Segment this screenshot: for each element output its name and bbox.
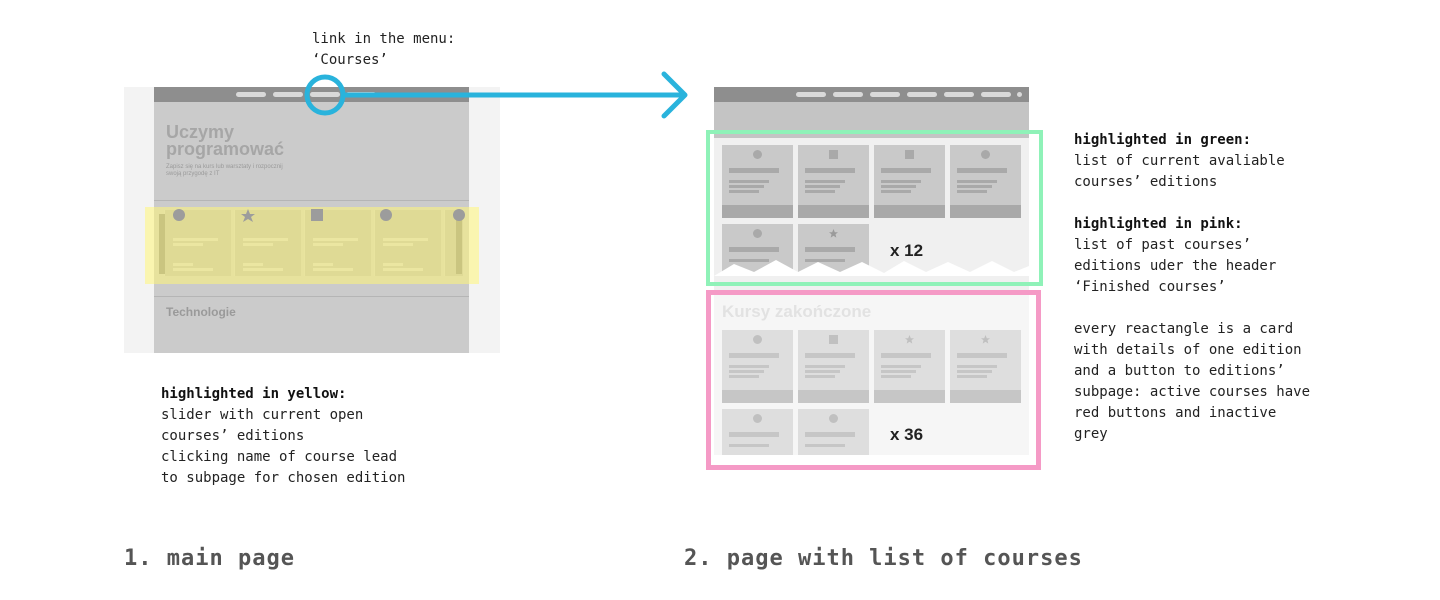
star-icon <box>829 229 838 238</box>
star-icon <box>905 335 914 344</box>
nav-dot <box>1017 92 1022 97</box>
courses-link-highlight-circle <box>304 74 346 116</box>
yellow-note: highlighted in yellow: slider with curre… <box>161 384 405 489</box>
past-course-card <box>798 330 869 403</box>
card-note-line: every reactangle is a card <box>1074 321 1294 337</box>
list-page-navbar <box>714 87 1029 102</box>
star-icon <box>981 335 990 344</box>
caption-courses-page: 2. page with list of courses <box>684 546 1083 571</box>
yellow-note-line: slider with current open <box>161 407 364 423</box>
nav-item-courses <box>310 92 340 97</box>
past-course-card <box>722 330 793 403</box>
divider <box>154 296 469 297</box>
pink-note-line: ‘Finished courses’ <box>1074 279 1226 295</box>
nav-item <box>236 92 266 97</box>
hero-subtitle-line2: swoją przygodę z IT <box>166 171 220 177</box>
hero-title-line2: programować <box>166 139 285 159</box>
technologies-section-label: Technologie <box>166 305 236 319</box>
current-course-card <box>874 145 945 218</box>
pink-highlight <box>706 290 1041 470</box>
nav-item <box>944 92 974 97</box>
yellow-note-heading: highlighted in yellow: <box>161 386 347 402</box>
hero-subtitle-line1: Zapisz się na kurs lub warsztaty i rozpo… <box>166 164 283 170</box>
nav-item <box>273 92 303 97</box>
star-icon <box>241 209 255 222</box>
main-page-hero-title: Uczymy programować <box>166 122 366 159</box>
current-course-card <box>798 145 869 218</box>
current-courses-count: x 12 <box>890 241 924 260</box>
past-course-card <box>874 330 945 403</box>
nav-item <box>796 92 826 97</box>
navigation-arrow <box>304 71 688 119</box>
pink-note-line: list of past courses’ <box>1074 237 1252 253</box>
slider-icons <box>173 209 465 222</box>
arrow-head-icon <box>661 71 688 119</box>
divider <box>154 200 469 201</box>
past-course-card <box>950 330 1021 403</box>
caption-main-page: 1. main page <box>124 546 295 571</box>
nav-item <box>981 92 1011 97</box>
card-note-line: grey <box>1074 426 1108 442</box>
card-note-line: red buttons and inactive <box>1074 405 1277 421</box>
green-highlight <box>706 130 1043 286</box>
torn-edge <box>714 260 1029 276</box>
circle-icon <box>453 209 465 221</box>
nav-item <box>833 92 863 97</box>
green-note-heading: highlighted in green: <box>1074 132 1252 148</box>
nav-item <box>907 92 937 97</box>
circle-icon <box>173 209 185 221</box>
card-note-line: and a button to editions’ <box>1074 363 1285 379</box>
current-course-card <box>950 145 1021 218</box>
menu-link-annotation: link in the menu: ‘Courses’ <box>312 29 455 71</box>
past-course-card <box>722 409 793 455</box>
card-note-line: subpage: active courses have <box>1074 384 1311 400</box>
circle-icon <box>380 209 392 221</box>
main-page-hero-subtitle: Zapisz się na kurs lub warsztaty i rozpo… <box>166 164 296 178</box>
finished-courses-header: Kursy zakończone <box>722 302 872 321</box>
menu-link-annotation-line1: link in the menu: <box>312 31 456 47</box>
menu-link-annotation-line2: ‘Courses’ <box>312 52 388 68</box>
yellow-note-line: clicking name of course lead <box>161 449 398 465</box>
current-course-card <box>722 145 793 218</box>
yellow-note-line: to subpage for chosen edition <box>161 470 406 486</box>
green-note-line: list of current avaliable <box>1074 153 1285 169</box>
square-icon <box>311 209 323 221</box>
yellow-note-line: courses’ editions <box>161 428 305 444</box>
card-note-line: with details of one edition <box>1074 342 1302 358</box>
past-courses-count: x 36 <box>890 425 924 444</box>
past-course-card <box>798 409 869 455</box>
right-note: highlighted in green: list of current av… <box>1074 130 1374 445</box>
nav-item <box>870 92 900 97</box>
green-note-line: courses’ editions <box>1074 174 1218 190</box>
pink-note-heading: highlighted in pink: <box>1074 216 1243 232</box>
hero-title-line1: Uczymy <box>166 122 235 142</box>
pink-note-line: editions uder the header <box>1074 258 1277 274</box>
